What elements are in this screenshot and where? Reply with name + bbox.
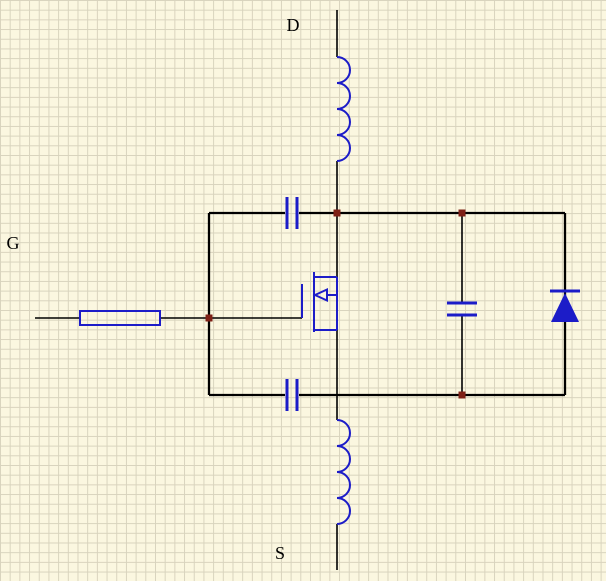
inductor-coil bbox=[336, 419, 351, 525]
junction-dot bbox=[458, 209, 466, 217]
diode-anode-triangle bbox=[551, 293, 579, 322]
mosfet[interactable] bbox=[301, 272, 338, 332]
junction-dot bbox=[333, 209, 341, 217]
inductor-source[interactable] bbox=[336, 419, 351, 525]
inductor-drain[interactable] bbox=[336, 56, 351, 162]
junction-dot bbox=[205, 314, 213, 322]
pin-label-source: S bbox=[275, 543, 285, 563]
pin-label-drain: D bbox=[287, 15, 300, 35]
capacitor-bottom[interactable] bbox=[285, 379, 299, 411]
resistor-gate[interactable] bbox=[79, 310, 161, 326]
inductor-coil bbox=[336, 56, 351, 162]
diode-body[interactable] bbox=[550, 289, 580, 322]
capacitor-output[interactable] bbox=[447, 301, 477, 317]
resistor-body bbox=[79, 310, 161, 326]
mosfet-arrow bbox=[312, 287, 328, 303]
capacitor-top[interactable] bbox=[285, 197, 299, 229]
pin-label-gate: G bbox=[7, 233, 20, 253]
junction-dot bbox=[458, 391, 466, 399]
